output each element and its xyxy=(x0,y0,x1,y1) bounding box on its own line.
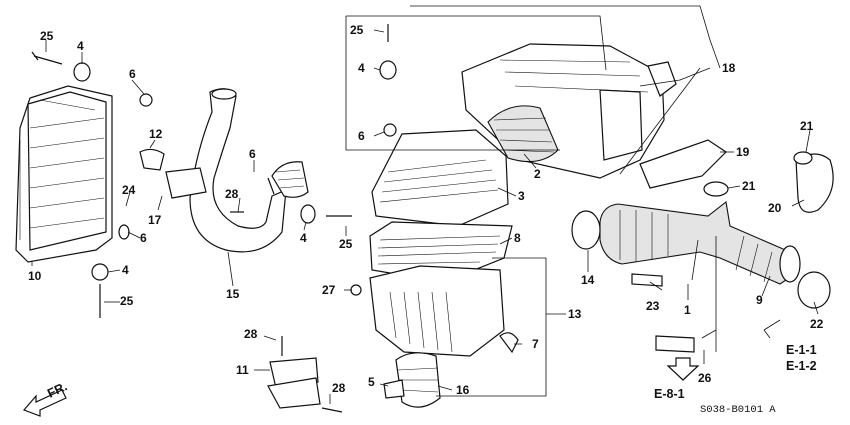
callout-4: 4 xyxy=(77,39,84,53)
callout-28: 28 xyxy=(225,187,239,201)
callout-26: 26 xyxy=(698,371,712,385)
case-part-13 xyxy=(369,265,505,408)
reference-e11: E-1-1 xyxy=(786,343,817,357)
callout-20: 20 xyxy=(768,201,782,215)
resonator-part-10 xyxy=(15,85,113,263)
callout-labels: 25 4 6 12 24 17 6 28 6 10 4 25 15 4 25 2… xyxy=(28,23,824,397)
callout-6-top: 6 xyxy=(358,129,365,143)
callout-18: 18 xyxy=(722,61,736,75)
callout-4-duct: 4 xyxy=(300,231,307,245)
reference-labels: E-1-1 E-1-2 E-8-1 FR. S038-B0101 A xyxy=(45,343,816,416)
fasteners xyxy=(31,24,397,413)
callout-21: 21 xyxy=(800,119,814,133)
callout-5: 5 xyxy=(368,375,375,389)
callout-4-lower: 4 xyxy=(122,263,129,277)
callout-25: 25 xyxy=(40,29,54,43)
callout-23: 23 xyxy=(646,299,660,313)
callout-13: 13 xyxy=(568,307,582,321)
callout-25-duct: 25 xyxy=(339,237,353,251)
callout-1: 1 xyxy=(684,303,691,317)
callout-6-duct: 6 xyxy=(249,147,256,161)
callout-8: 8 xyxy=(514,231,521,245)
callout-21-lower: 21 xyxy=(742,179,756,193)
intake-tube-part-9 xyxy=(599,200,801,285)
leader-lines xyxy=(31,5,819,404)
callout-3: 3 xyxy=(518,189,525,203)
callout-15: 15 xyxy=(226,287,240,301)
callout-28-bottom: 28 xyxy=(332,381,346,395)
duct-part-15 xyxy=(165,88,309,253)
callout-22: 22 xyxy=(810,317,824,331)
reference-e81: E-8-1 xyxy=(654,387,685,401)
callout-2: 2 xyxy=(534,167,541,181)
reference-arrow-e81 xyxy=(666,357,700,381)
callout-27: 27 xyxy=(322,283,336,297)
lid-part-3 xyxy=(371,129,509,227)
callout-10: 10 xyxy=(28,269,42,283)
callout-11: 11 xyxy=(236,363,249,377)
callout-17: 17 xyxy=(148,213,162,227)
front-direction-arrow xyxy=(22,389,67,417)
callout-28-bracket: 28 xyxy=(244,327,258,341)
callout-9: 9 xyxy=(756,293,763,307)
callout-7: 7 xyxy=(532,337,539,351)
callout-6-lower: 6 xyxy=(140,231,147,245)
callout-4-top: 4 xyxy=(358,61,365,75)
callout-25-top: 25 xyxy=(350,23,364,37)
hardware-parts xyxy=(139,139,834,409)
callout-24: 24 xyxy=(122,183,136,197)
diagram-code: S038-B0101 A xyxy=(700,404,776,416)
callout-14: 14 xyxy=(581,273,595,287)
callout-19: 19 xyxy=(736,145,750,159)
reference-e12: E-1-2 xyxy=(786,359,817,373)
callout-6: 6 xyxy=(129,67,136,81)
callout-16: 16 xyxy=(456,383,470,397)
callout-25-lower: 25 xyxy=(120,294,134,308)
callout-12: 12 xyxy=(149,127,163,141)
